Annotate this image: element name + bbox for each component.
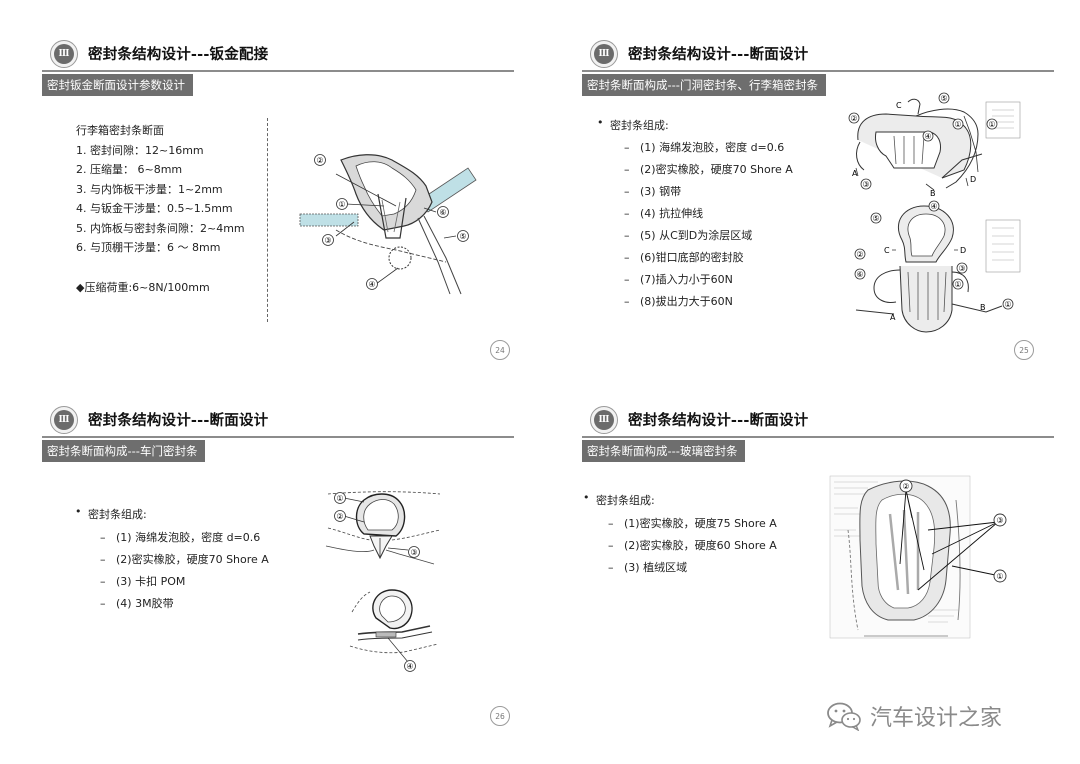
param-item: 2. 压缩量： 6~8mm	[76, 163, 183, 176]
section-letter: C	[896, 101, 902, 110]
slide-25: Ⅲ 密封条结构设计---断面设计 密封条断面构成---门洞密封条、行李箱密封条 …	[540, 0, 1080, 382]
column-divider	[267, 118, 268, 322]
composition-item: –(3) 卡扣 POM	[100, 575, 186, 588]
callout-label: ③	[958, 264, 965, 273]
composition-item: –(3) 植绒区域	[608, 561, 688, 574]
composition-item: –(2)密实橡胶，硬度70 Shore A	[100, 553, 269, 566]
composition-item: –(1) 海绵发泡胶，密度 d=0.6	[100, 531, 261, 544]
composition-item: –(3) 钢带	[624, 185, 682, 198]
bullet-heading: 密封条组成:	[597, 116, 669, 133]
composition-item: –(7)插入力小于60N	[624, 273, 733, 286]
slide-title: 密封条结构设计---断面设计	[88, 413, 269, 429]
section-letter: D	[970, 175, 976, 184]
param-item: 3. 与内饰板干涉量：1~2mm	[76, 183, 223, 196]
title-rule	[42, 436, 514, 438]
load-note: ◆压缩荷重:6~8N/100mm	[76, 281, 210, 294]
slide-24: Ⅲ 密封条结构设计---钣金配接 密封钣金断面设计参数设计 行李箱密封条断面 1…	[0, 0, 540, 382]
composition-item: –(2)密实橡胶，硬度60 Shore A	[608, 539, 777, 552]
composition-item: –(4) 抗拉伸线	[624, 207, 704, 220]
slide-27: Ⅲ 密封条结构设计---断面设计 密封条断面构成---玻璃密封条 密封条组成: …	[540, 382, 1080, 764]
callout-label: ①	[988, 120, 995, 129]
page-number: 26	[490, 706, 510, 726]
section-numeral: Ⅲ	[54, 44, 74, 64]
watermark: 汽车设计之家	[826, 696, 1002, 736]
title-rule	[582, 436, 1054, 438]
param-item: 1. 密封间隙：12~16mm	[76, 144, 204, 157]
title-rule	[582, 70, 1054, 72]
composition-item: –(5) 从C到D为涂层区域	[624, 229, 753, 242]
trunk-seal-section-diagram: ② ① ③ ④ ⑤ ⑥	[299, 154, 477, 295]
param-item: 6. 与顶棚干涉量：6 ～ 8mm	[76, 241, 221, 254]
callout-label: ①	[954, 280, 961, 289]
watermark-text: 汽车设计之家	[870, 706, 1003, 731]
callout-label: ②	[316, 156, 323, 165]
callout-label: ③	[324, 236, 331, 245]
slide-title: 密封条结构设计---断面设计	[628, 413, 809, 429]
page-number: 25	[1014, 340, 1034, 360]
callout-label: ①	[338, 200, 345, 209]
section-letter: A	[890, 313, 896, 322]
page-number: 24	[490, 340, 510, 360]
door-seal-clip-diagram: ① ② ③	[325, 491, 441, 565]
callout-label: ⑥	[439, 208, 446, 217]
section-numeral-badge: Ⅲ	[50, 406, 78, 434]
slide-subtitle: 密封条断面构成---玻璃密封条	[582, 440, 746, 462]
section-heading: 行李箱密封条断面	[76, 124, 164, 137]
callout-label: ①	[1004, 300, 1011, 309]
composition-item: –(8)拔出力大于60N	[624, 295, 733, 308]
composition-item: –(1)密实橡胶，硬度75 Shore A	[608, 517, 777, 530]
callout-label: ②	[902, 482, 909, 491]
bullet-heading: 密封条组成:	[583, 491, 655, 508]
glass-run-seal-diagram: ② ③ ①	[829, 475, 1007, 639]
callout-label: ④	[930, 202, 937, 211]
callout-label: ④	[368, 280, 375, 289]
callout-label: ①	[336, 494, 343, 503]
section-letter: C	[884, 246, 890, 255]
param-item: 5. 内饰板与密封条间隙：2~4mm	[76, 222, 245, 235]
composition-item: –(4) 3M胶带	[100, 597, 174, 610]
section-letter: B	[930, 189, 936, 198]
section-numeral: Ⅲ	[594, 44, 614, 64]
section-numeral: Ⅲ	[594, 410, 614, 430]
composition-item: –(2)密实橡胶，硬度70 Shore A	[624, 163, 793, 176]
trunk-seal-diagram: ⑤ ④ ② ⑥ ③ ① ① C D A B	[854, 200, 1021, 333]
section-numeral-badge: Ⅲ	[590, 40, 618, 68]
wechat-icon	[827, 702, 861, 731]
section-numeral-badge: Ⅲ	[50, 40, 78, 68]
param-item: 4. 与钣金干涉量：0.5~1.5mm	[76, 202, 233, 215]
slide-title: 密封条结构设计---断面设计	[628, 47, 809, 63]
callout-label: ④	[406, 662, 413, 671]
callout-label: ②	[336, 512, 343, 521]
slide-26: Ⅲ 密封条结构设计---断面设计 密封条断面构成---车门密封条 密封条组成: …	[0, 382, 540, 764]
callout-label: ⑤	[940, 94, 947, 103]
door-opening-seal-diagram: ⑤ ② ④ ① ③ ① C A B D	[848, 92, 1021, 198]
slide-subtitle: 密封钣金断面设计参数设计	[42, 74, 193, 96]
callout-label: ⑥	[856, 270, 863, 279]
callout-label: ②	[850, 114, 857, 123]
callout-label: ③	[410, 548, 417, 557]
section-letter: B	[980, 303, 986, 312]
callout-label: ③	[862, 180, 869, 189]
composition-item: –(1) 海绵发泡胶，密度 d=0.6	[624, 141, 785, 154]
callout-label: ①	[996, 572, 1003, 581]
title-rule	[42, 70, 514, 72]
section-letter: D	[960, 246, 966, 255]
callout-label: ④	[924, 132, 931, 141]
section-numeral: Ⅲ	[54, 410, 74, 430]
callout-label: ⑤	[459, 232, 466, 241]
section-letter: A	[852, 169, 858, 178]
bullet-heading: 密封条组成:	[75, 505, 147, 522]
slide-title: 密封条结构设计---钣金配接	[88, 47, 269, 63]
callout-label: ⑤	[872, 214, 879, 223]
composition-item: –(6)钳口底部的密封胶	[624, 251, 744, 264]
door-seal-tape-diagram: ④	[349, 589, 439, 672]
slide-subtitle: 密封条断面构成---门洞密封条、行李箱密封条	[582, 74, 826, 96]
callout-label: ②	[856, 250, 863, 259]
slide-subtitle: 密封条断面构成---车门密封条	[42, 440, 206, 462]
callout-label: ③	[996, 516, 1003, 525]
callout-label: ①	[954, 120, 961, 129]
section-numeral-badge: Ⅲ	[590, 406, 618, 434]
